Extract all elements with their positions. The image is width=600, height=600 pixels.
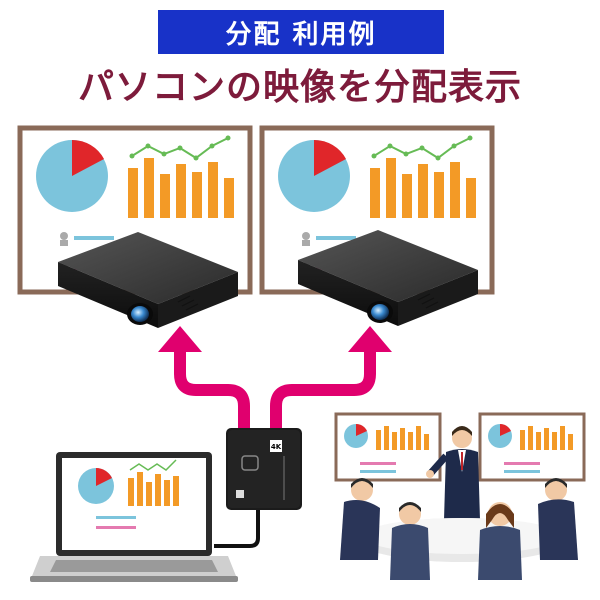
badge-label: 分配 利用例 xyxy=(225,19,377,50)
usage-example-badge: 分配 利用例 xyxy=(158,10,444,54)
signal-arrows xyxy=(174,350,376,432)
arrow-head-right-icon xyxy=(348,326,392,352)
hdmi-cable xyxy=(214,510,260,548)
arrow-head-left-icon xyxy=(158,326,202,352)
device-4k-label: 4K xyxy=(271,443,282,451)
hdmi-splitter-icon: 4K xyxy=(226,428,302,510)
laptop-icon xyxy=(30,452,238,582)
meeting-scene-icon xyxy=(334,412,586,580)
page-title: パソコンの映像を分配表示 xyxy=(77,67,522,108)
